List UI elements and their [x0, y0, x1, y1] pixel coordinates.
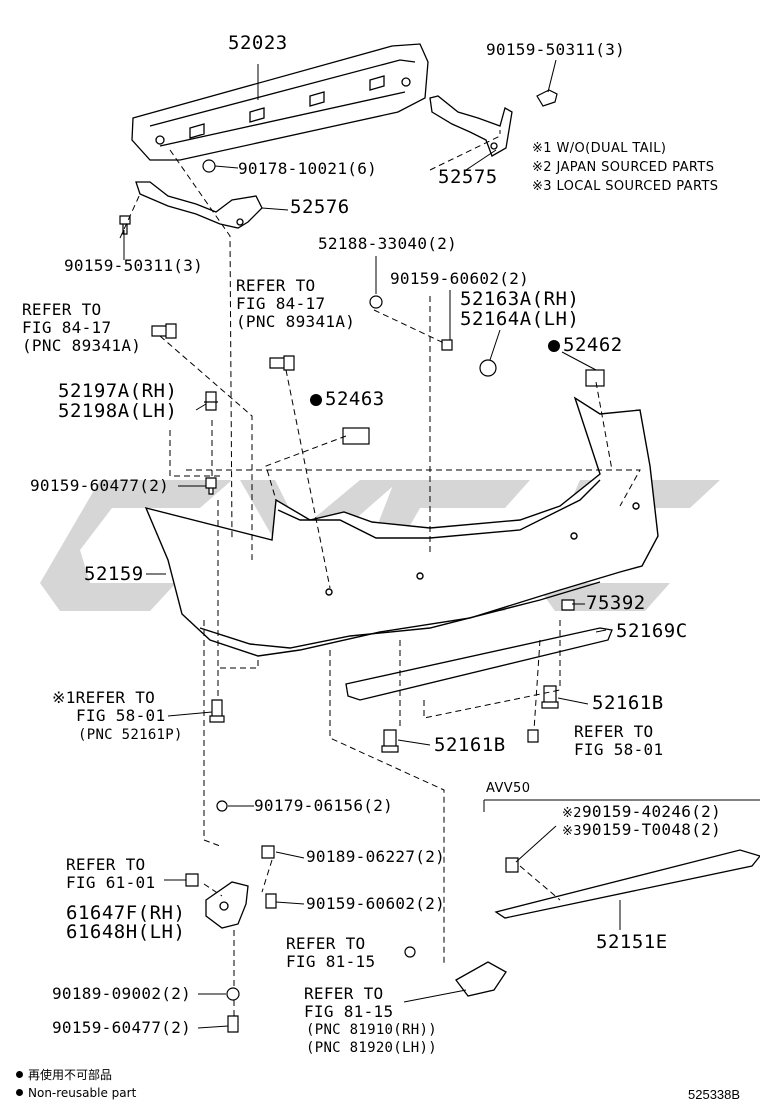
- part-number-90159-60602-top: 90159-60602(2): [390, 269, 530, 288]
- part-number-52188-33040: 52188-33040(2): [318, 234, 458, 253]
- legend-dot-icon: [16, 1089, 23, 1096]
- leader-lines: [123, 59, 621, 1029]
- dashed-lines: [119, 130, 641, 1016]
- part-number-52463: 52463: [310, 390, 385, 409]
- rear-bumper-cover: [144, 396, 659, 657]
- part-number-90159-50311-left: 90159-50311(3): [64, 256, 204, 275]
- part-number-52169C: 52169C: [616, 620, 688, 642]
- refer-to-fig-58-01-right: REFER TO: [574, 722, 654, 741]
- diagram-code: 525338B: [688, 1087, 741, 1102]
- part-number-52161B-center: 52161B: [434, 734, 506, 756]
- non-reusable-dot-icon: [548, 340, 560, 352]
- part-number-90159-60477-mid: 90159-60477(2): [30, 476, 170, 495]
- part-number-52159: 52159: [84, 563, 144, 585]
- pnc-81910: (PNC 81910(RH)): [306, 1022, 437, 1038]
- part-number-52151E: 52151E: [596, 931, 668, 953]
- part-number-90189-06227: 90189-06227(2): [306, 847, 446, 866]
- reflector-cover: [455, 961, 507, 997]
- fig-58-01-left: FIG 58-01: [76, 706, 166, 725]
- pnc-81920: (PNC 81920(LH)): [306, 1040, 437, 1056]
- pnc-89341A-center: (PNC 89341A): [236, 312, 356, 331]
- part-number-90159-60477-bottom: 90159-60477(2): [52, 1018, 192, 1037]
- part-number-61647F: 61647F(RH): [66, 902, 186, 924]
- fig-84-17-left: FIG 84-17: [22, 318, 112, 337]
- note-1: ※1 W/O(DUAL TAIL): [532, 141, 667, 156]
- fig-58-01-right: FIG 58-01: [574, 740, 664, 759]
- part-number-90179-06156: 90179-06156(2): [254, 796, 394, 815]
- part-number-75392: 75392: [586, 592, 646, 614]
- pnc-52161P: (PNC 52161P): [78, 727, 183, 743]
- part-number-52576: 52576: [290, 196, 350, 218]
- legend-english: Non-reusable part: [16, 1087, 136, 1099]
- legend-dot-icon: [16, 1071, 23, 1078]
- part-number-90159-50311-top: 90159-50311(3): [486, 40, 626, 59]
- note-3: ※3 LOCAL SOURCED PARTS: [532, 179, 719, 194]
- note-2: ※2 JAPAN SOURCED PARTS: [532, 160, 715, 175]
- fig-81-15-lower: FIG 81-15: [304, 1002, 394, 1021]
- part-number-52023: 52023: [228, 32, 288, 54]
- part-number-90178-10021: 90178-10021(6): [238, 159, 378, 178]
- refer-to-fig-58-01-left: ※1REFER TO: [52, 688, 156, 707]
- part-number-90159-60602-bottom: 90159-60602(2): [306, 894, 446, 913]
- refer-to-fig-81-15-upper: REFER TO: [286, 934, 366, 953]
- legend-chinese: 再使用不可部品: [16, 1069, 112, 1081]
- part-number-52197A: 52197A(RH): [58, 380, 178, 402]
- fasteners: [119, 89, 605, 1033]
- bracket-52576: [135, 181, 263, 229]
- bumper-garnish: [483, 799, 760, 919]
- refer-to-fig-81-15-lower: REFER TO: [304, 984, 384, 1003]
- refer-to-fig-84-17-left: REFER TO: [22, 300, 102, 319]
- part-number-52163A: 52163A(RH): [460, 288, 580, 310]
- part-number-52164A: 52164A(LH): [460, 308, 580, 330]
- bracket-52575: [429, 95, 513, 157]
- bumper-lower-strip: [345, 627, 613, 701]
- part-number-90189-09002: 90189-09002(2): [52, 984, 192, 1003]
- part-number-52198A: 52198A(LH): [58, 400, 178, 422]
- part-number-52575: 52575: [438, 166, 498, 188]
- part-number-90159-40246: ※290159-40246(2): [562, 802, 722, 821]
- fig-61-01: FIG 61-01: [66, 873, 156, 892]
- bumper-retainer: [205, 881, 249, 929]
- fig-81-15-upper: FIG 81-15: [286, 952, 376, 971]
- part-number-61648H: 61648H(LH): [66, 921, 186, 943]
- part-number-52462: 52462: [548, 336, 623, 355]
- rear-bumper-reinforcement: [131, 43, 429, 161]
- pnc-89341A-left: (PNC 89341A): [22, 336, 142, 355]
- variant-label: AVV50: [486, 781, 531, 796]
- part-number-52161B-right: 52161B: [592, 692, 664, 714]
- refer-to-fig-84-17-center: REFER TO: [236, 276, 316, 295]
- fig-84-17-center: FIG 84-17: [236, 294, 326, 313]
- refer-to-fig-61-01: REFER TO: [66, 855, 146, 874]
- non-reusable-dot-icon: [310, 394, 322, 406]
- part-number-90159-T0048: ※390159-T0048(2): [562, 820, 722, 839]
